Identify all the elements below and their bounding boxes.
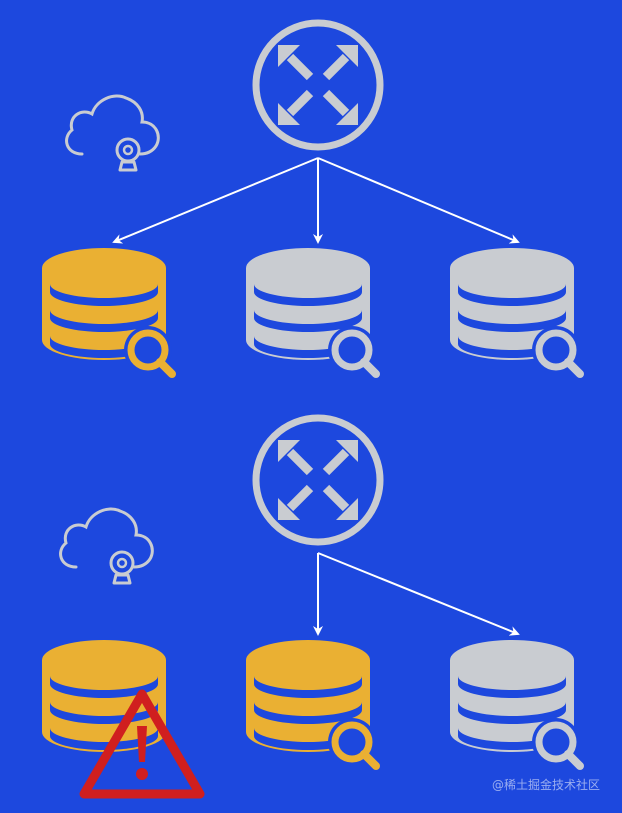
magnifier-icon — [328, 326, 380, 378]
magnifier-icon — [532, 718, 584, 770]
database-idle-icon — [246, 248, 380, 378]
arrows-layer — [112, 157, 520, 636]
scenario-normal — [42, 19, 584, 378]
watermark-text: @稀土掘金技术社区 — [491, 778, 600, 792]
magnifier-icon — [124, 326, 176, 378]
cloud-webcam-icon — [59, 507, 154, 585]
magnifier-icon — [328, 718, 380, 770]
database-active-icon — [246, 640, 380, 770]
replication-arrow — [317, 157, 520, 244]
cloud-webcam-icon — [65, 94, 160, 172]
database-idle-icon — [450, 640, 584, 770]
warning-triangle-icon — [79, 689, 205, 799]
database-active-icon — [42, 248, 176, 378]
database-idle-icon — [450, 248, 584, 378]
router-icon — [252, 19, 384, 151]
scenario-failover — [42, 414, 584, 799]
magnifier-icon — [532, 326, 584, 378]
router-icon — [252, 414, 384, 546]
replication-arrow — [112, 157, 319, 244]
nodes-layer — [42, 19, 584, 799]
replication-arrow — [317, 552, 520, 636]
